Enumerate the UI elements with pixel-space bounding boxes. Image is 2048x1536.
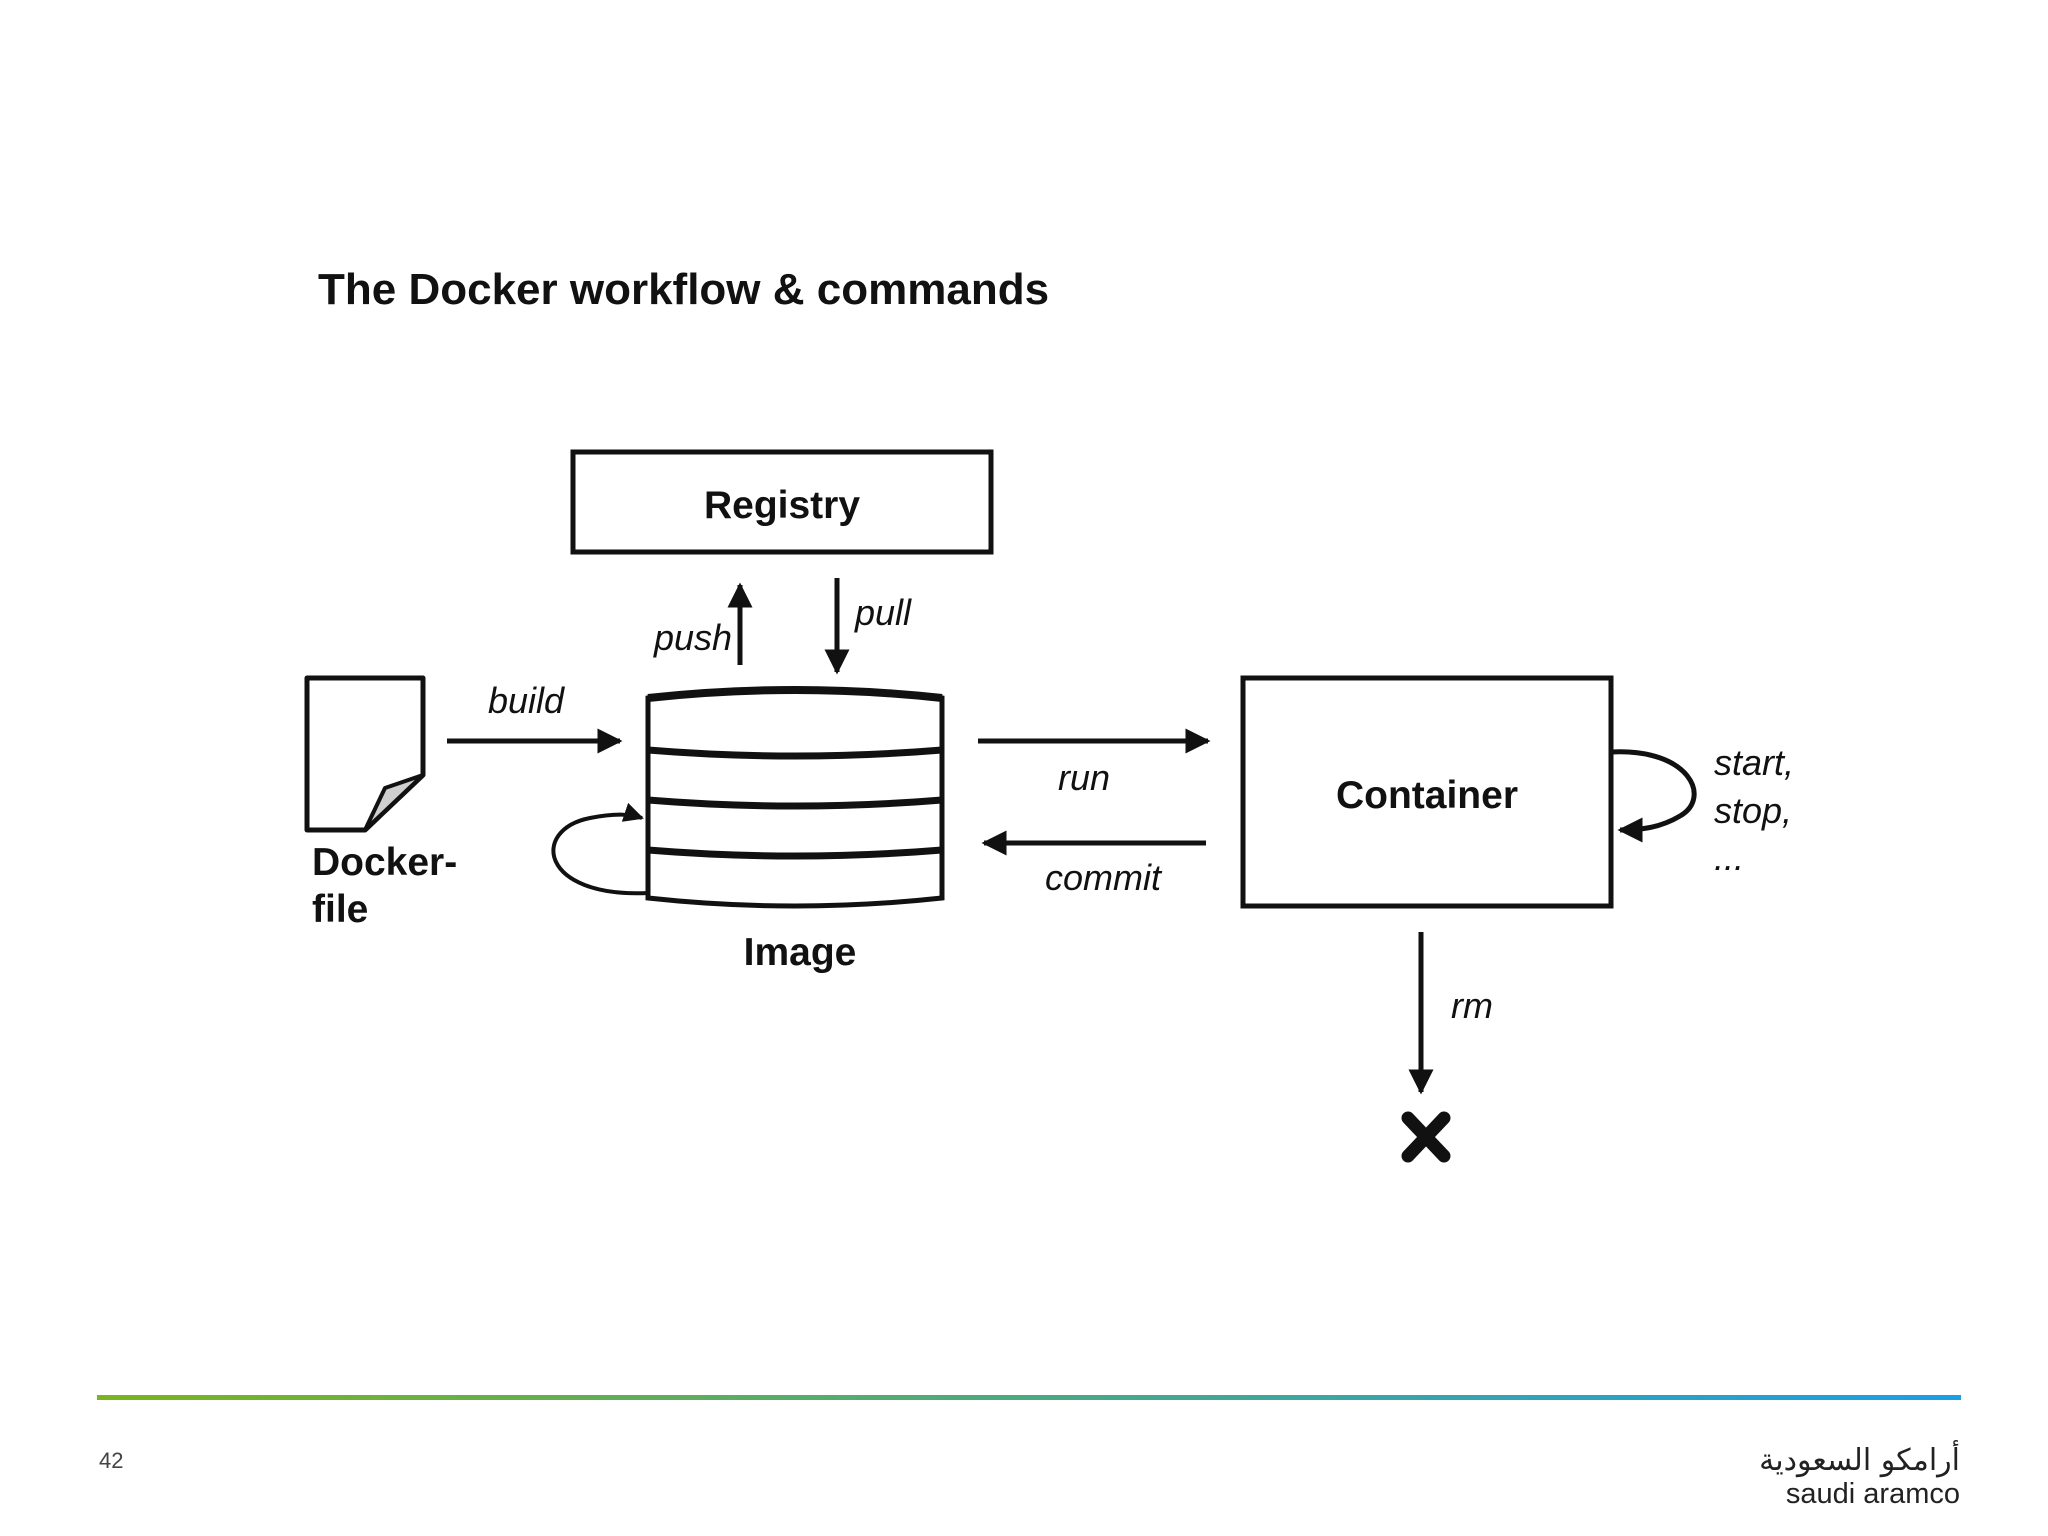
dockerfile-label-line1: Docker- — [312, 841, 457, 884]
registry-label: Registry — [704, 484, 860, 527]
lifecycle-label-start: start, — [1714, 742, 1794, 783]
cross-icon — [1401, 1111, 1451, 1163]
saudi-aramco-logo: أرامكو السعودية saudi aramco — [1759, 1439, 1960, 1510]
logo-arabic-text: أرامكو السعودية — [1759, 1439, 1960, 1478]
pull-label: pull — [854, 592, 912, 633]
rm-label: rm — [1451, 985, 1493, 1026]
footer-divider — [97, 1395, 1961, 1400]
container-self-loop-arrow — [1610, 749, 1697, 843]
build-label: build — [488, 680, 565, 721]
container-label: Container — [1336, 774, 1518, 817]
lifecycle-label-more: ... — [1714, 837, 1744, 878]
logo-english-text: saudi aramco — [1786, 1478, 1960, 1510]
dockerfile-document-icon — [304, 675, 426, 833]
image-self-loop-arrow — [551, 802, 649, 896]
lifecycle-label-stop: stop, — [1714, 790, 1792, 831]
registry-node: Registry — [570, 449, 994, 555]
push-label: push — [653, 617, 732, 658]
commit-label: commit — [1045, 857, 1163, 898]
run-label: run — [1058, 757, 1110, 798]
slide-title: The Docker workflow & commands — [318, 265, 1049, 314]
image-layers-icon — [645, 686, 945, 909]
page-number: 42 — [99, 1448, 123, 1473]
container-node: Container — [1240, 675, 1614, 909]
dockerfile-label-line2: file — [312, 888, 368, 931]
image-label: Image — [744, 931, 857, 974]
